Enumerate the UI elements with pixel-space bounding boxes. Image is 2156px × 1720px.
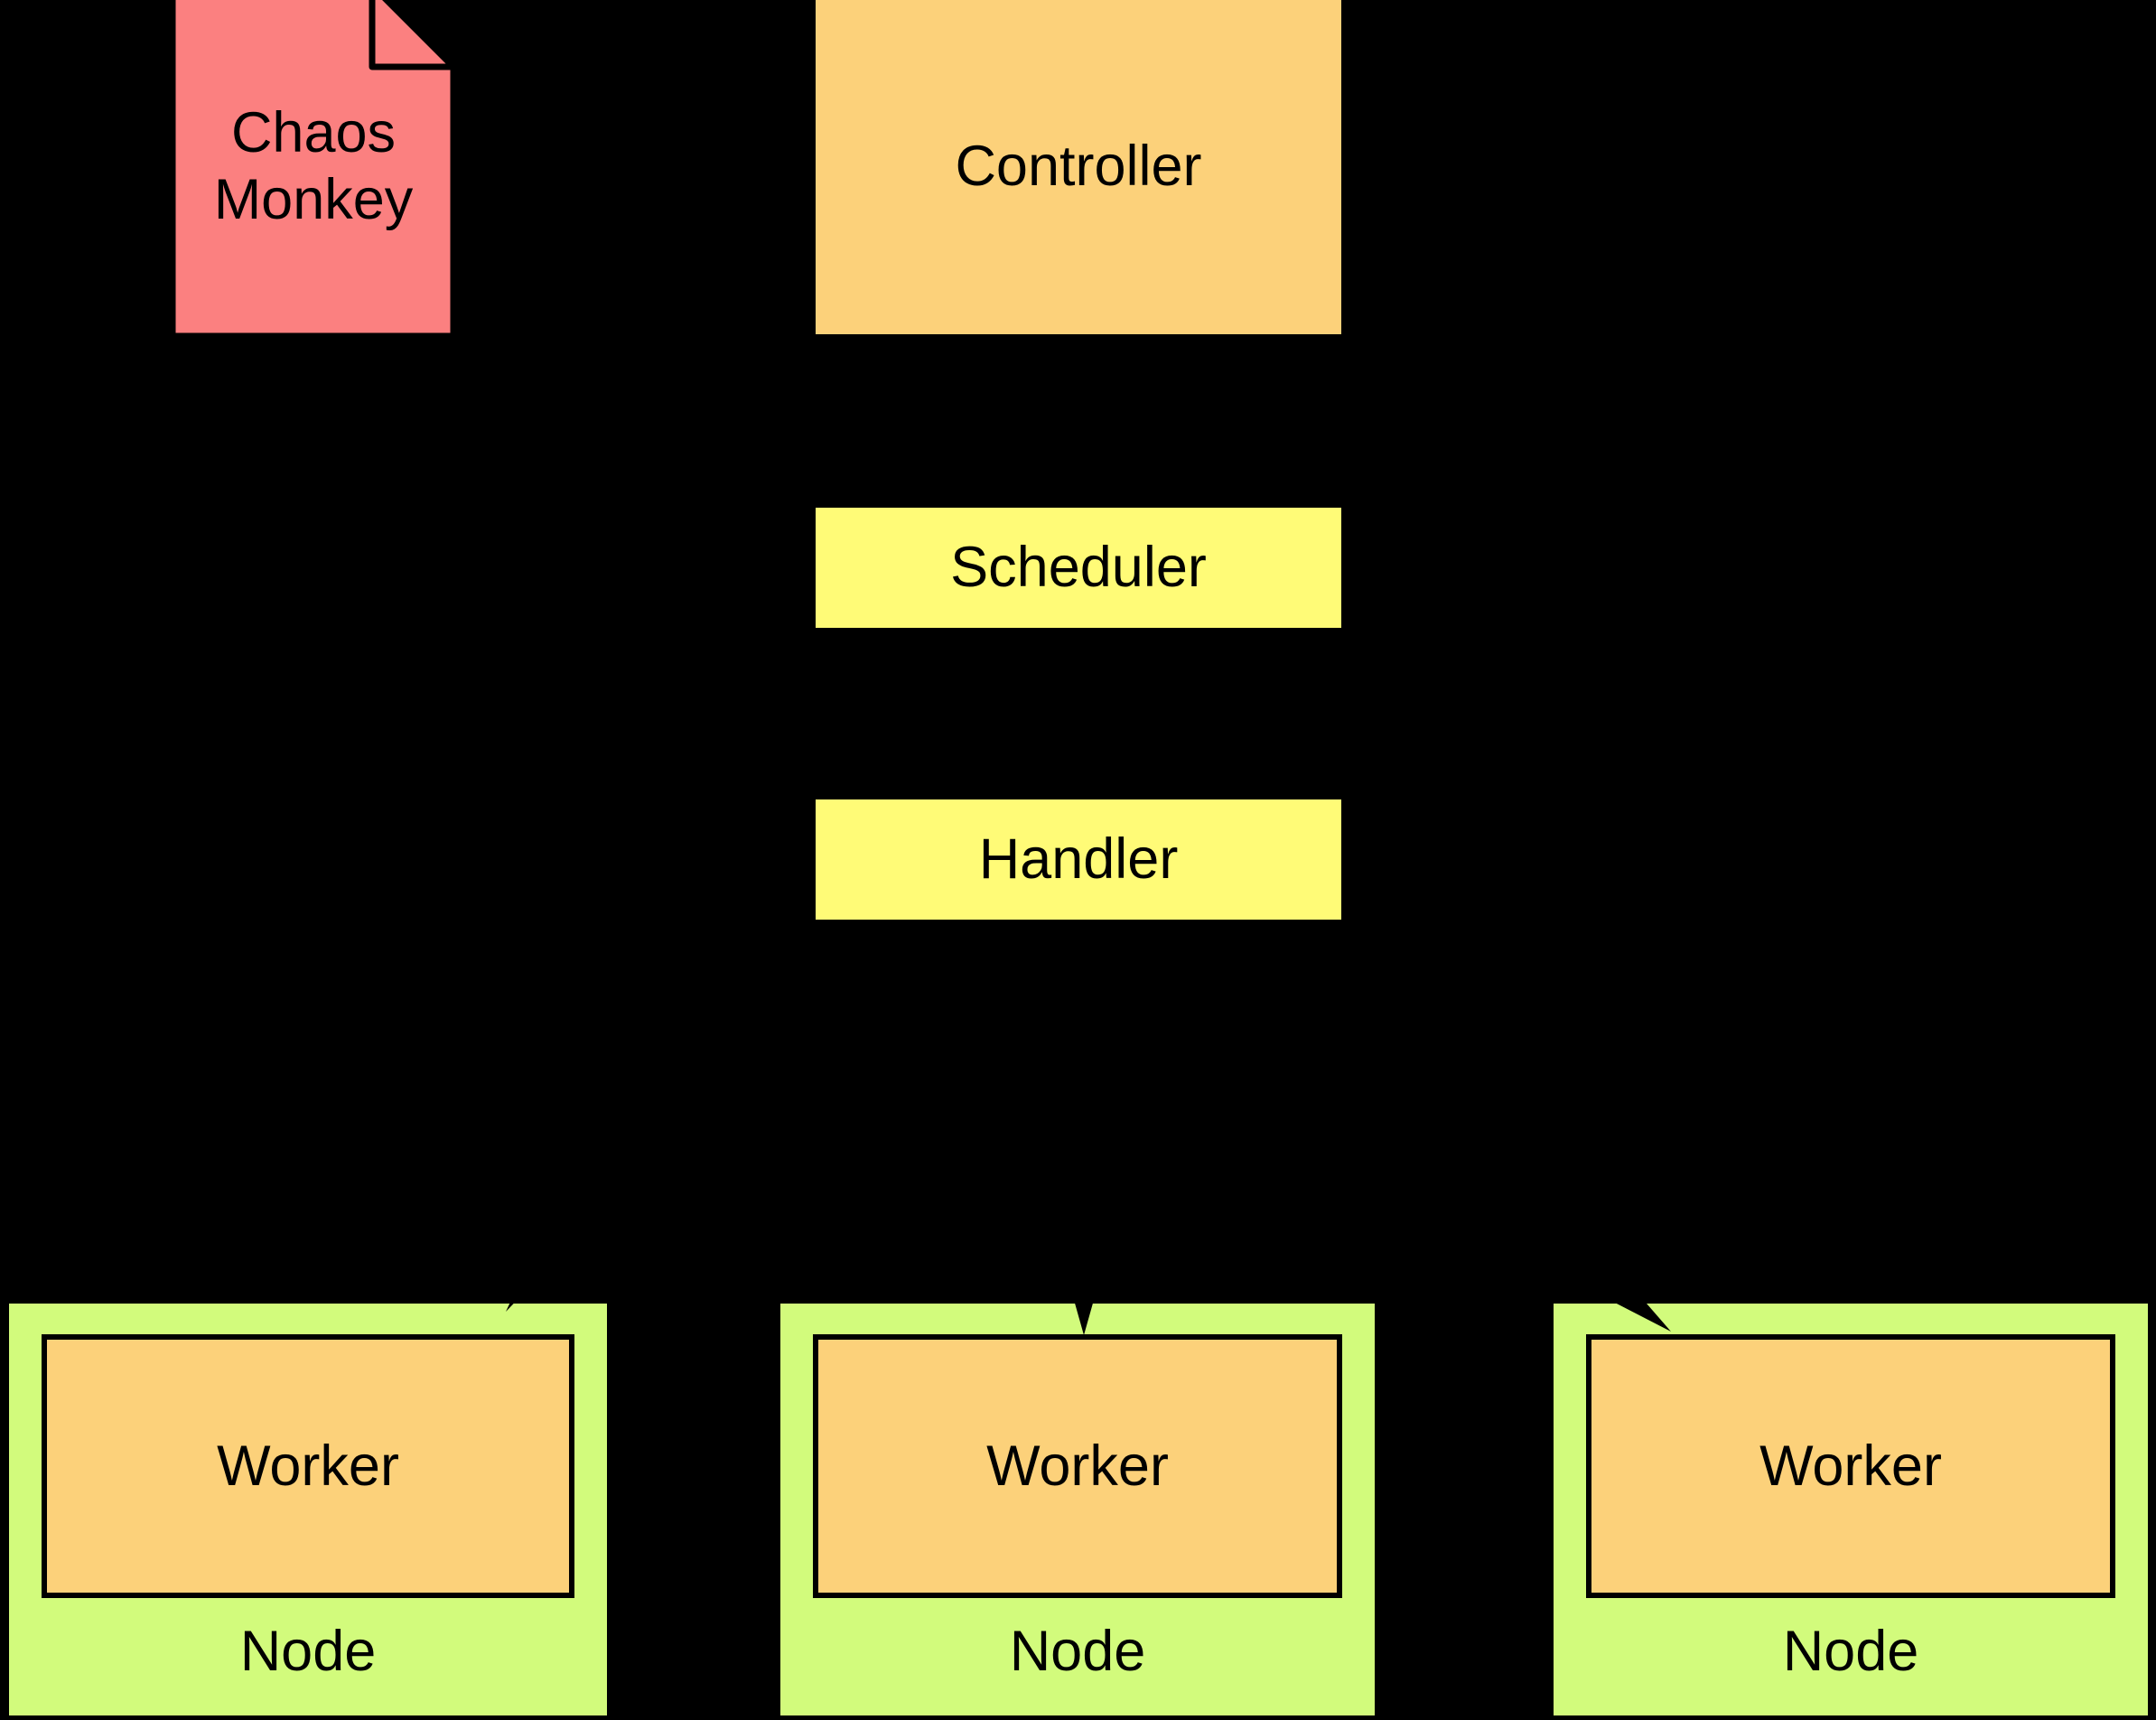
document-fold-icon: [369, 0, 453, 70]
document-body: [170, 0, 457, 339]
node-container-1[interactable]: Worker Node: [9, 1304, 607, 1715]
handler-label: Handler: [978, 827, 1179, 891]
worker-box-2[interactable]: Worker: [813, 1334, 1342, 1598]
edge-handler-to-node-2: [1076, 923, 1081, 1312]
node-label-2: Node: [1009, 1620, 1146, 1683]
node-container-2[interactable]: Worker Node: [780, 1304, 1375, 1715]
controller-box[interactable]: Controller: [811, 0, 1346, 339]
node-container-3[interactable]: Worker Node: [1554, 1304, 2148, 1715]
chaos-monkey-shape[interactable]: [170, 0, 457, 339]
scheduler-label: Scheduler: [950, 535, 1207, 599]
worker-label-3: Worker: [1759, 1435, 1942, 1498]
node-label-3: Node: [1782, 1620, 1919, 1683]
handler-box[interactable]: Handler: [811, 795, 1346, 924]
node-label-1: Node: [239, 1620, 377, 1683]
edge-controller-to-scheduler: [1076, 339, 1081, 503]
worker-box-3[interactable]: Worker: [1586, 1334, 2115, 1598]
controller-label: Controller: [955, 134, 1202, 198]
worker-label-2: Worker: [986, 1435, 1169, 1498]
edge-scheduler-to-handler: [1076, 632, 1081, 795]
worker-label-1: Worker: [217, 1435, 399, 1498]
worker-box-1[interactable]: Worker: [42, 1334, 574, 1598]
scheduler-box[interactable]: Scheduler: [811, 503, 1346, 632]
